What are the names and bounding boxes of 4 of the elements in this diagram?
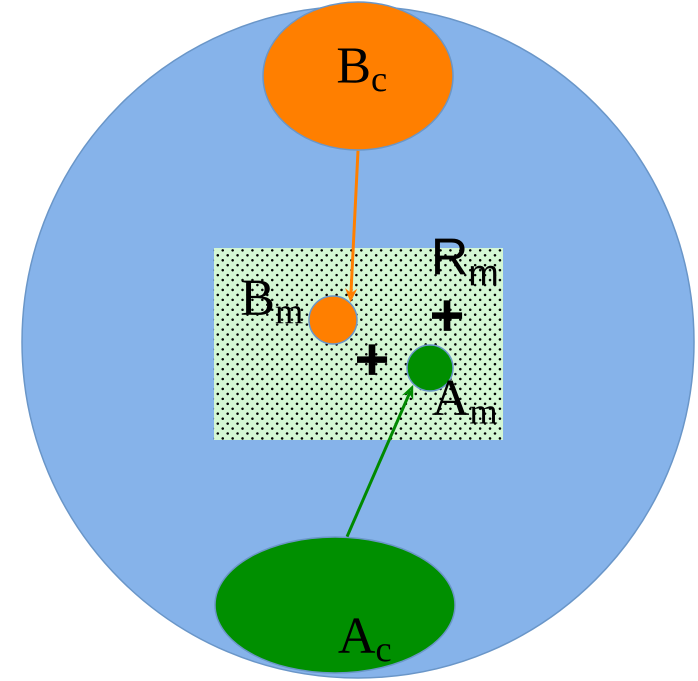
plus-sign: +	[357, 344, 388, 375]
subscript-label: R$_{m}$	[435, 238, 496, 286]
ellipse-label: A$_{c}$	[338, 618, 390, 662]
ellipse-label: B$_{c}$	[338, 48, 386, 92]
